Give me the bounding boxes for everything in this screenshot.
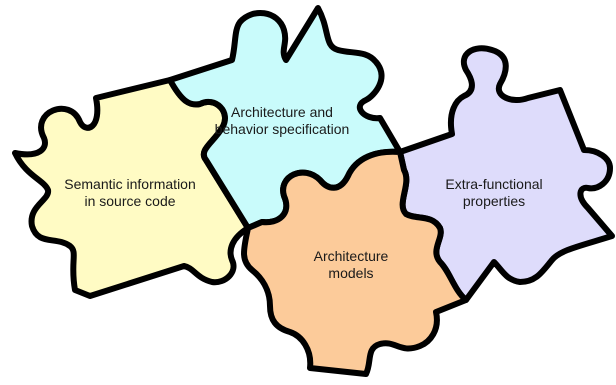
label-models-line-2: models (328, 265, 374, 281)
label-semantic-line-1: Semantic information (64, 176, 196, 192)
label-semantic-line-2: in source code (84, 193, 176, 209)
puzzle-piece-architecture-models (241, 148, 469, 377)
label-extra-functional: Extra-functional properties (445, 176, 542, 210)
puzzle-piece-semantic-information (12, 77, 251, 299)
label-spec-line-2: behavior specification (214, 121, 350, 137)
label-extra-line-1: Extra-functional (445, 176, 543, 192)
label-architecture-models: Architecture models (314, 248, 389, 282)
label-semantic-information: Semantic information in source code (64, 176, 196, 210)
label-models-line-1: Architecture (313, 248, 389, 264)
label-extra-line-2: properties (462, 193, 526, 209)
label-spec-line-1: Architecture and (231, 104, 333, 120)
label-architecture-behavior-spec: Architecture and behavior specification (215, 104, 350, 138)
